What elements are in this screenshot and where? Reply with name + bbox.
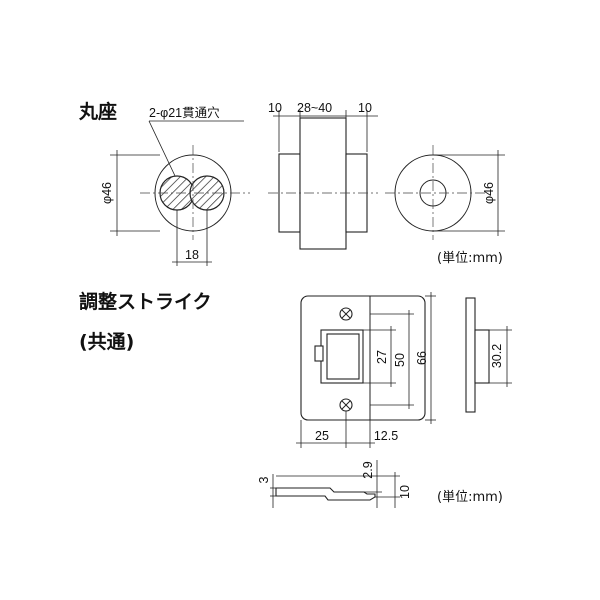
dim-side-10-right: 10: [358, 101, 372, 115]
side-box: [474, 329, 490, 384]
round-plate-title: 丸座: [78, 100, 117, 123]
unit-top: (単位:mm): [437, 250, 503, 266]
dim-10-label: 10: [398, 485, 412, 499]
round-plate-front-view: [140, 145, 250, 240]
hole-leader: [148, 120, 244, 179]
dim-side-28-40: 28~40: [297, 101, 332, 115]
dim-12-5-label: 12.5: [374, 429, 398, 443]
dim-18-label: 18: [185, 248, 199, 262]
edge-profile: [275, 487, 376, 501]
strike-title: 調整ストライク: [79, 290, 212, 313]
dim-30-2-label: 30.2: [490, 344, 504, 368]
dim-2-9-label: 2.9: [361, 461, 375, 478]
dim-25-label: 25: [315, 429, 329, 443]
strike-latch: [314, 345, 324, 362]
round-plate-side-view: [268, 110, 378, 250]
round-plate-back-view: [385, 145, 505, 240]
dim-side-10-left: 10: [268, 101, 282, 115]
dim-horizontal-group: [296, 411, 375, 448]
dim-dia-left: [110, 150, 160, 236]
dim-66-label: 66: [415, 351, 429, 365]
dim-50-label: 50: [393, 353, 407, 367]
strike-side-view: [465, 297, 512, 413]
strike-front-view: [300, 295, 426, 421]
strike-subtitle: (共通): [79, 331, 134, 353]
dim-27-label: 27: [375, 350, 389, 364]
unit-bottom: (単位:mm): [437, 489, 503, 505]
strike-box-inner: [326, 333, 360, 380]
dim-vertical-group: [363, 292, 436, 424]
strike-edge-view: [270, 460, 400, 508]
dim-3-label: 3: [257, 476, 271, 483]
door-panel: [299, 117, 347, 250]
hole-label: 2-φ21貫通穴: [149, 105, 220, 120]
dim-dia-right-label: φ46: [482, 182, 496, 204]
side-plate: [465, 297, 476, 413]
dim-18: [172, 210, 212, 266]
dim-dia-left-label: φ46: [100, 182, 114, 204]
